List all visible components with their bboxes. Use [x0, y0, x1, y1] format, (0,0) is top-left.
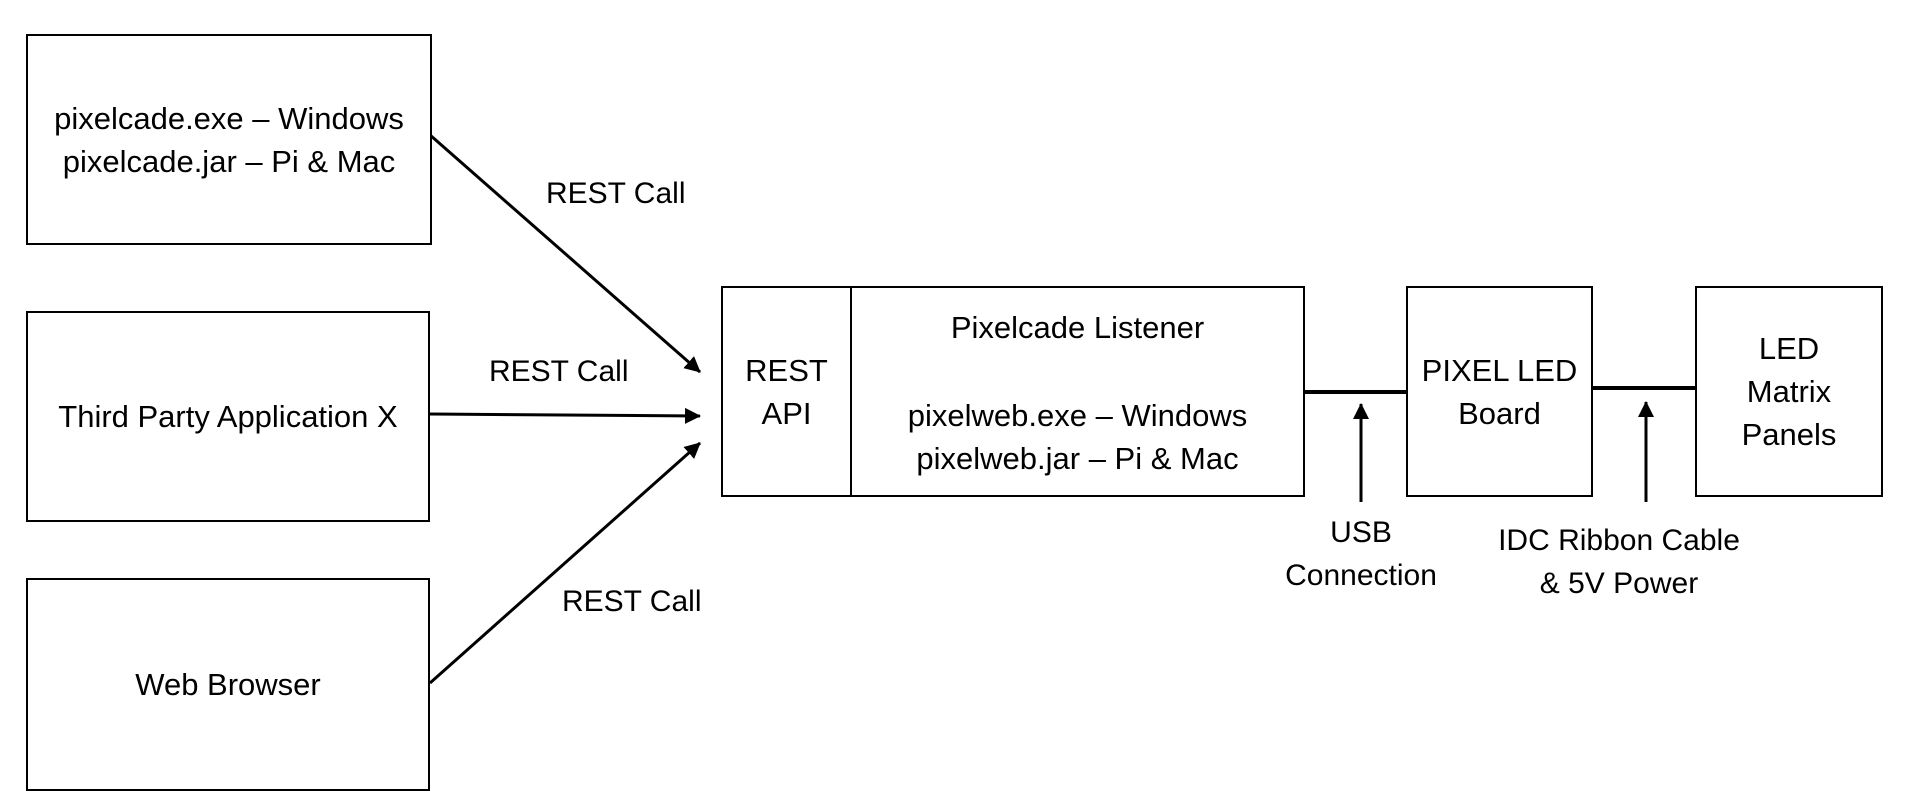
rest-call-label-top: REST Call — [546, 177, 686, 210]
listener-box: REST API Pixelcade Listener pixelweb.exe… — [721, 286, 1305, 497]
rest-call-label-bottom: REST Call — [562, 585, 702, 618]
led-matrix-line-3: Panels — [1741, 417, 1837, 452]
usb-label-line-2: Connection — [1285, 559, 1437, 592]
pixel-led-board-box: PIXEL LED Board — [1406, 286, 1593, 497]
listener-line-2: pixelweb.jar – Pi & Mac — [916, 441, 1239, 476]
rest-api-line-2: API — [761, 395, 812, 431]
arrow-third-party-to-rest-api — [429, 407, 701, 424]
usb-label-line-1: USB — [1330, 516, 1392, 549]
rest-call-label-middle: REST Call — [489, 355, 629, 388]
pixelcade-app-line-1: pixelcade.exe – Windows — [54, 100, 404, 136]
arrow-pixelcade-to-rest-api — [429, 133, 701, 374]
pixelcade-app-box: pixelcade.exe – Windows pixelcade.jar – … — [26, 34, 432, 245]
usb-connection-label: USB Connection — [1261, 511, 1461, 597]
third-party-app-label: Third Party Application X — [58, 399, 398, 434]
arrow-web-browser-to-rest-api — [429, 441, 701, 685]
ribbon-label-line-2: & 5V Power — [1539, 567, 1699, 600]
pixel-led-board-line-1: PIXEL LED — [1421, 352, 1578, 388]
listener-line-1: pixelweb.exe – Windows — [907, 398, 1248, 433]
listener-title: Pixelcade Listener — [950, 310, 1205, 345]
ribbon-label-line-1: IDC Ribbon Cable — [1498, 524, 1740, 557]
rest-api-divider — [850, 288, 852, 495]
web-browser-label: Web Browser — [135, 667, 321, 702]
rest-api-section: REST API — [723, 288, 850, 495]
listener-section: Pixelcade Listener pixelweb.exe – Window… — [852, 288, 1303, 495]
rest-api-line-1: REST — [745, 352, 828, 388]
web-browser-box: Web Browser — [26, 578, 430, 791]
led-matrix-panels-box: LED Matrix Panels — [1695, 286, 1883, 497]
pixelcade-app-line-2: pixelcade.jar – Pi & Mac — [62, 143, 396, 179]
ribbon-cable-label: IDC Ribbon Cable & 5V Power — [1469, 519, 1769, 605]
led-matrix-line-1: LED — [1758, 331, 1820, 366]
pixel-led-board-line-2: Board — [1458, 395, 1541, 431]
led-matrix-line-2: Matrix — [1746, 374, 1832, 409]
third-party-app-box: Third Party Application X — [26, 311, 430, 522]
